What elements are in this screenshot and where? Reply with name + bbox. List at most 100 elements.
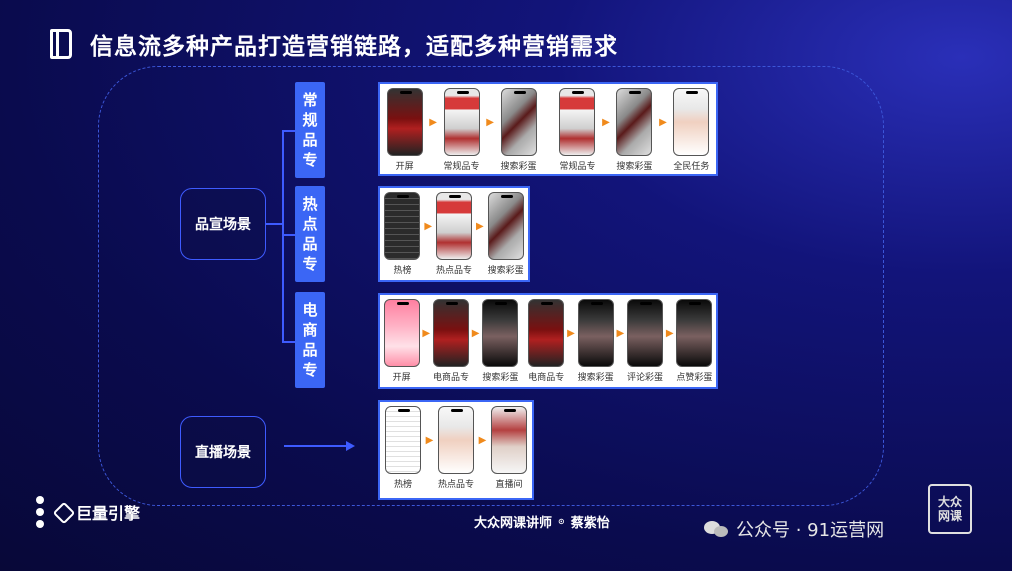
category-ecommerce: 电 商 品 专 — [295, 292, 325, 388]
flow-step: 搜索彩蛋 — [576, 299, 615, 383]
book-icon — [50, 29, 72, 59]
step-caption: 开屏 — [395, 162, 414, 172]
step-caption: 搜索彩蛋 — [500, 162, 537, 172]
footer-org: 大众网课讲师 — [474, 516, 553, 531]
category-char: 常 — [302, 91, 318, 109]
footer-separator: ⊙ — [558, 517, 565, 526]
step-caption: 热点品专 — [438, 480, 475, 490]
phone-screenshot — [500, 88, 537, 156]
scene-brand-label: 品宣场景 — [195, 217, 251, 233]
watermark-label: 公众号 · 91运营网 — [736, 520, 885, 541]
flow-step: 搜索彩蛋 — [481, 299, 520, 383]
step-caption: 热点品专 — [436, 266, 473, 276]
phone-screenshot — [386, 88, 423, 156]
flow-step: 全民任务 — [669, 88, 714, 172]
arrow-right-icon: ▶ — [475, 220, 484, 232]
arrow-right-icon: ▶ — [616, 327, 625, 339]
step-caption: 常规品专 — [443, 162, 480, 172]
flow-step: 常规品专 — [439, 88, 484, 172]
arrow-right-icon: ▶ — [425, 434, 434, 446]
category-char: 规 — [302, 111, 318, 129]
flow-step: 电商品专 — [431, 299, 470, 383]
category-char: 品 — [302, 341, 318, 359]
flow-step: 开屏 — [382, 88, 427, 172]
step-caption: 点赞彩蛋 — [676, 373, 713, 383]
phone-screenshot — [384, 192, 421, 260]
category-char: 品 — [302, 131, 318, 149]
connector-horizontal — [266, 223, 282, 225]
live-arrow-line — [284, 445, 348, 447]
step-caption: 热榜 — [393, 266, 412, 276]
category-char: 点 — [302, 215, 318, 233]
stamp-line: 网课 — [937, 509, 962, 523]
phone-screenshot — [438, 406, 475, 474]
connector-regular — [282, 130, 295, 132]
panel-hot: 热榜 ▶ 热点品专 ▶ 搜索彩蛋 — [378, 186, 530, 282]
flow-step: 电商品专 — [527, 299, 566, 383]
flow-step: 热点品专 — [435, 406, 477, 490]
step-caption: 直播间 — [495, 480, 523, 490]
step-caption: 热榜 — [394, 480, 413, 490]
step-caption: 评论彩蛋 — [627, 373, 664, 383]
category-char: 专 — [302, 255, 318, 273]
phone-screenshot — [487, 192, 524, 260]
brand-logo-icon — [54, 503, 72, 521]
step-caption: 搜索彩蛋 — [616, 162, 653, 172]
footer-person: 蔡紫怡 — [570, 516, 610, 531]
phone-screenshot — [627, 299, 664, 367]
flow-step: 评论彩蛋 — [625, 299, 664, 383]
arrow-right-icon: ▶ — [486, 116, 494, 128]
stamp-logo: 大众 网课 — [928, 484, 972, 534]
phone-screenshot — [676, 299, 713, 367]
phone-screenshot — [436, 192, 472, 260]
step-caption: 搜索彩蛋 — [577, 373, 614, 383]
phone-screenshot — [491, 406, 528, 474]
category-char: 品 — [302, 235, 318, 253]
dashed-frame — [98, 66, 884, 506]
category-hot: 热 点 品 专 — [295, 186, 325, 282]
connector-vertical — [282, 130, 284, 342]
connector-hot — [282, 234, 295, 236]
flow-step: 常规品专 — [555, 88, 600, 172]
scene-brand-box: 品宣场景 — [180, 188, 266, 260]
category-char: 专 — [302, 361, 318, 379]
category-regular: 常 规 品 专 — [295, 82, 325, 178]
arrow-right-icon: ▶ — [478, 434, 487, 446]
panel-ecommerce: 开屏 ▶ 电商品专 ▶ 搜索彩蛋 电商品专 ▶ 搜索彩蛋 ▶ 评论彩蛋 ▶ 点赞… — [378, 293, 718, 389]
wechat-icon — [704, 519, 730, 539]
category-char: 热 — [302, 195, 318, 213]
step-caption: 开屏 — [392, 373, 411, 383]
brand-name: 巨量引擎 — [76, 504, 141, 523]
step-caption: 搜索彩蛋 — [487, 266, 524, 276]
phone-screenshot — [577, 299, 614, 367]
arrow-right-icon: ▶ — [659, 116, 667, 128]
arrow-right-icon: ▶ — [471, 327, 480, 339]
flow-step: 开屏 — [382, 299, 421, 383]
connector-ecommerce — [282, 341, 295, 343]
flow-step: 热点品专 — [434, 192, 475, 276]
phone-screenshot — [385, 406, 422, 474]
phone-screenshot — [528, 299, 565, 367]
stamp-line: 大众 — [937, 495, 962, 509]
arrow-right-icon: ▶ — [665, 327, 674, 339]
flow-step: 热榜 — [382, 406, 424, 490]
arrow-right-icon: ▶ — [424, 220, 433, 232]
phone-screenshot — [432, 299, 469, 367]
phone-screenshot — [443, 88, 480, 156]
page-title: 信息流多种产品打造营销链路，适配多种营销需求 — [90, 34, 618, 60]
arrow-right-icon: ▶ — [422, 327, 431, 339]
arrow-right-icon: ▶ — [602, 116, 610, 128]
panel-live: 热榜 ▶ 热点品专 ▶ 直播间 — [378, 400, 534, 500]
arrow-right-icon: ▶ — [429, 116, 437, 128]
step-caption: 全民任务 — [673, 162, 710, 172]
step-caption: 常规品专 — [559, 162, 596, 172]
category-char: 电 — [302, 301, 318, 319]
title-bar: 信息流多种产品打造营销链路，适配多种营销需求 — [50, 26, 618, 62]
flow-step: 点赞彩蛋 — [675, 299, 714, 383]
wechat-watermark: 公众号 · 91运营网 — [704, 516, 884, 542]
step-caption: 搜索彩蛋 — [482, 373, 519, 383]
scene-live-box: 直播场景 — [180, 416, 266, 488]
step-caption: 电商品专 — [432, 373, 469, 383]
flow-step: 热榜 — [382, 192, 423, 276]
flow-step: 搜索彩蛋 — [496, 88, 541, 172]
